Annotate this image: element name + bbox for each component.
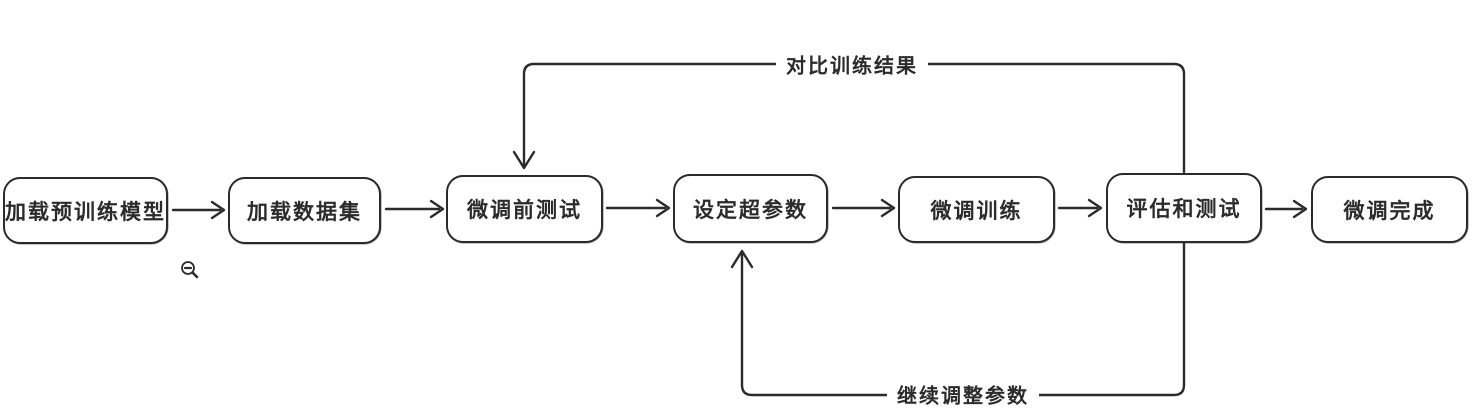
zoom-out-icon: [181, 261, 199, 279]
edge-feedback-bottom: [730, 242, 1186, 397]
edge-arrow-3: [605, 198, 671, 218]
node-load-pretrained-model: 加载预训练模型: [3, 177, 168, 244]
edge-label-compare-results: 对比训练结果: [776, 49, 928, 79]
edge-arrow-6: [1264, 199, 1308, 219]
edge-label-continue-tuning: 继续调整参数: [887, 379, 1039, 409]
node-label: 加载预训练模型: [5, 200, 166, 224]
node-label: 微调前测试: [467, 199, 582, 222]
edge-arrow-2: [384, 199, 445, 219]
node-load-dataset: 加载数据集: [228, 177, 381, 244]
node-label: 微调训练: [930, 199, 1023, 223]
node-set-hyperparameters: 设定超参数: [673, 174, 828, 243]
edge-feedback-top: [512, 62, 1186, 174]
edge-arrow-4: [831, 198, 896, 218]
node-finetune-training: 微调训练: [898, 176, 1055, 243]
node-label: 微调完成: [1343, 199, 1436, 223]
node-evaluate-and-test: 评估和测试: [1106, 173, 1262, 243]
node-finetune-complete: 微调完成: [1311, 176, 1468, 243]
edge-arrow-1: [171, 200, 226, 220]
edge-arrow-5: [1057, 198, 1103, 218]
node-label: 加载数据集: [247, 200, 362, 224]
node-label: 评估和测试: [1126, 198, 1242, 221]
node-label: 设定超参数: [693, 198, 808, 222]
node-pre-finetune-test: 微调前测试: [446, 175, 603, 243]
